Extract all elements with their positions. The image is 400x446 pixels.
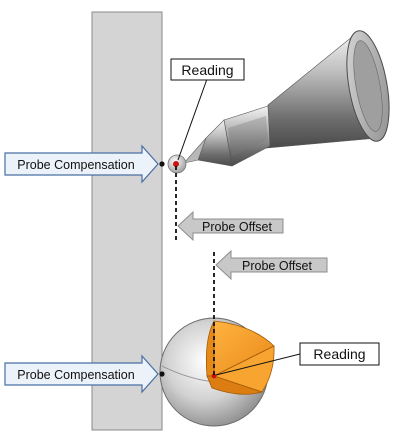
reading-label-top: Reading <box>181 62 233 78</box>
reading-leader-bottom <box>215 353 301 376</box>
contact-point-marker <box>173 161 179 167</box>
probe-tip-sphere-icon <box>159 317 275 427</box>
compensation-point-bottom <box>159 371 165 377</box>
probe-compensation-arrow-top <box>4 144 159 184</box>
part-wall <box>91 11 163 431</box>
cmm-touch-probe-icon <box>167 30 390 174</box>
probe-compensation-label-bottom: Probe Compensation <box>17 368 134 382</box>
reading-box-bottom <box>299 342 380 366</box>
probe-offset-label-bottom: Probe Offset <box>242 259 312 273</box>
reading-leader-top <box>177 78 208 161</box>
compensation-point-top <box>159 161 165 167</box>
probe-compensation-arrow-bottom <box>4 354 159 394</box>
probe-offset-label-top: Probe Offset <box>202 220 272 234</box>
reading-label-bottom: Reading <box>313 346 365 362</box>
probe-offset-arrow-bottom <box>215 249 328 281</box>
reading-box-top <box>170 58 245 81</box>
probe-offset-arrow-top <box>177 210 284 242</box>
probe-compensation-label-top: Probe Compensation <box>17 158 134 172</box>
sphere-center <box>211 373 217 379</box>
